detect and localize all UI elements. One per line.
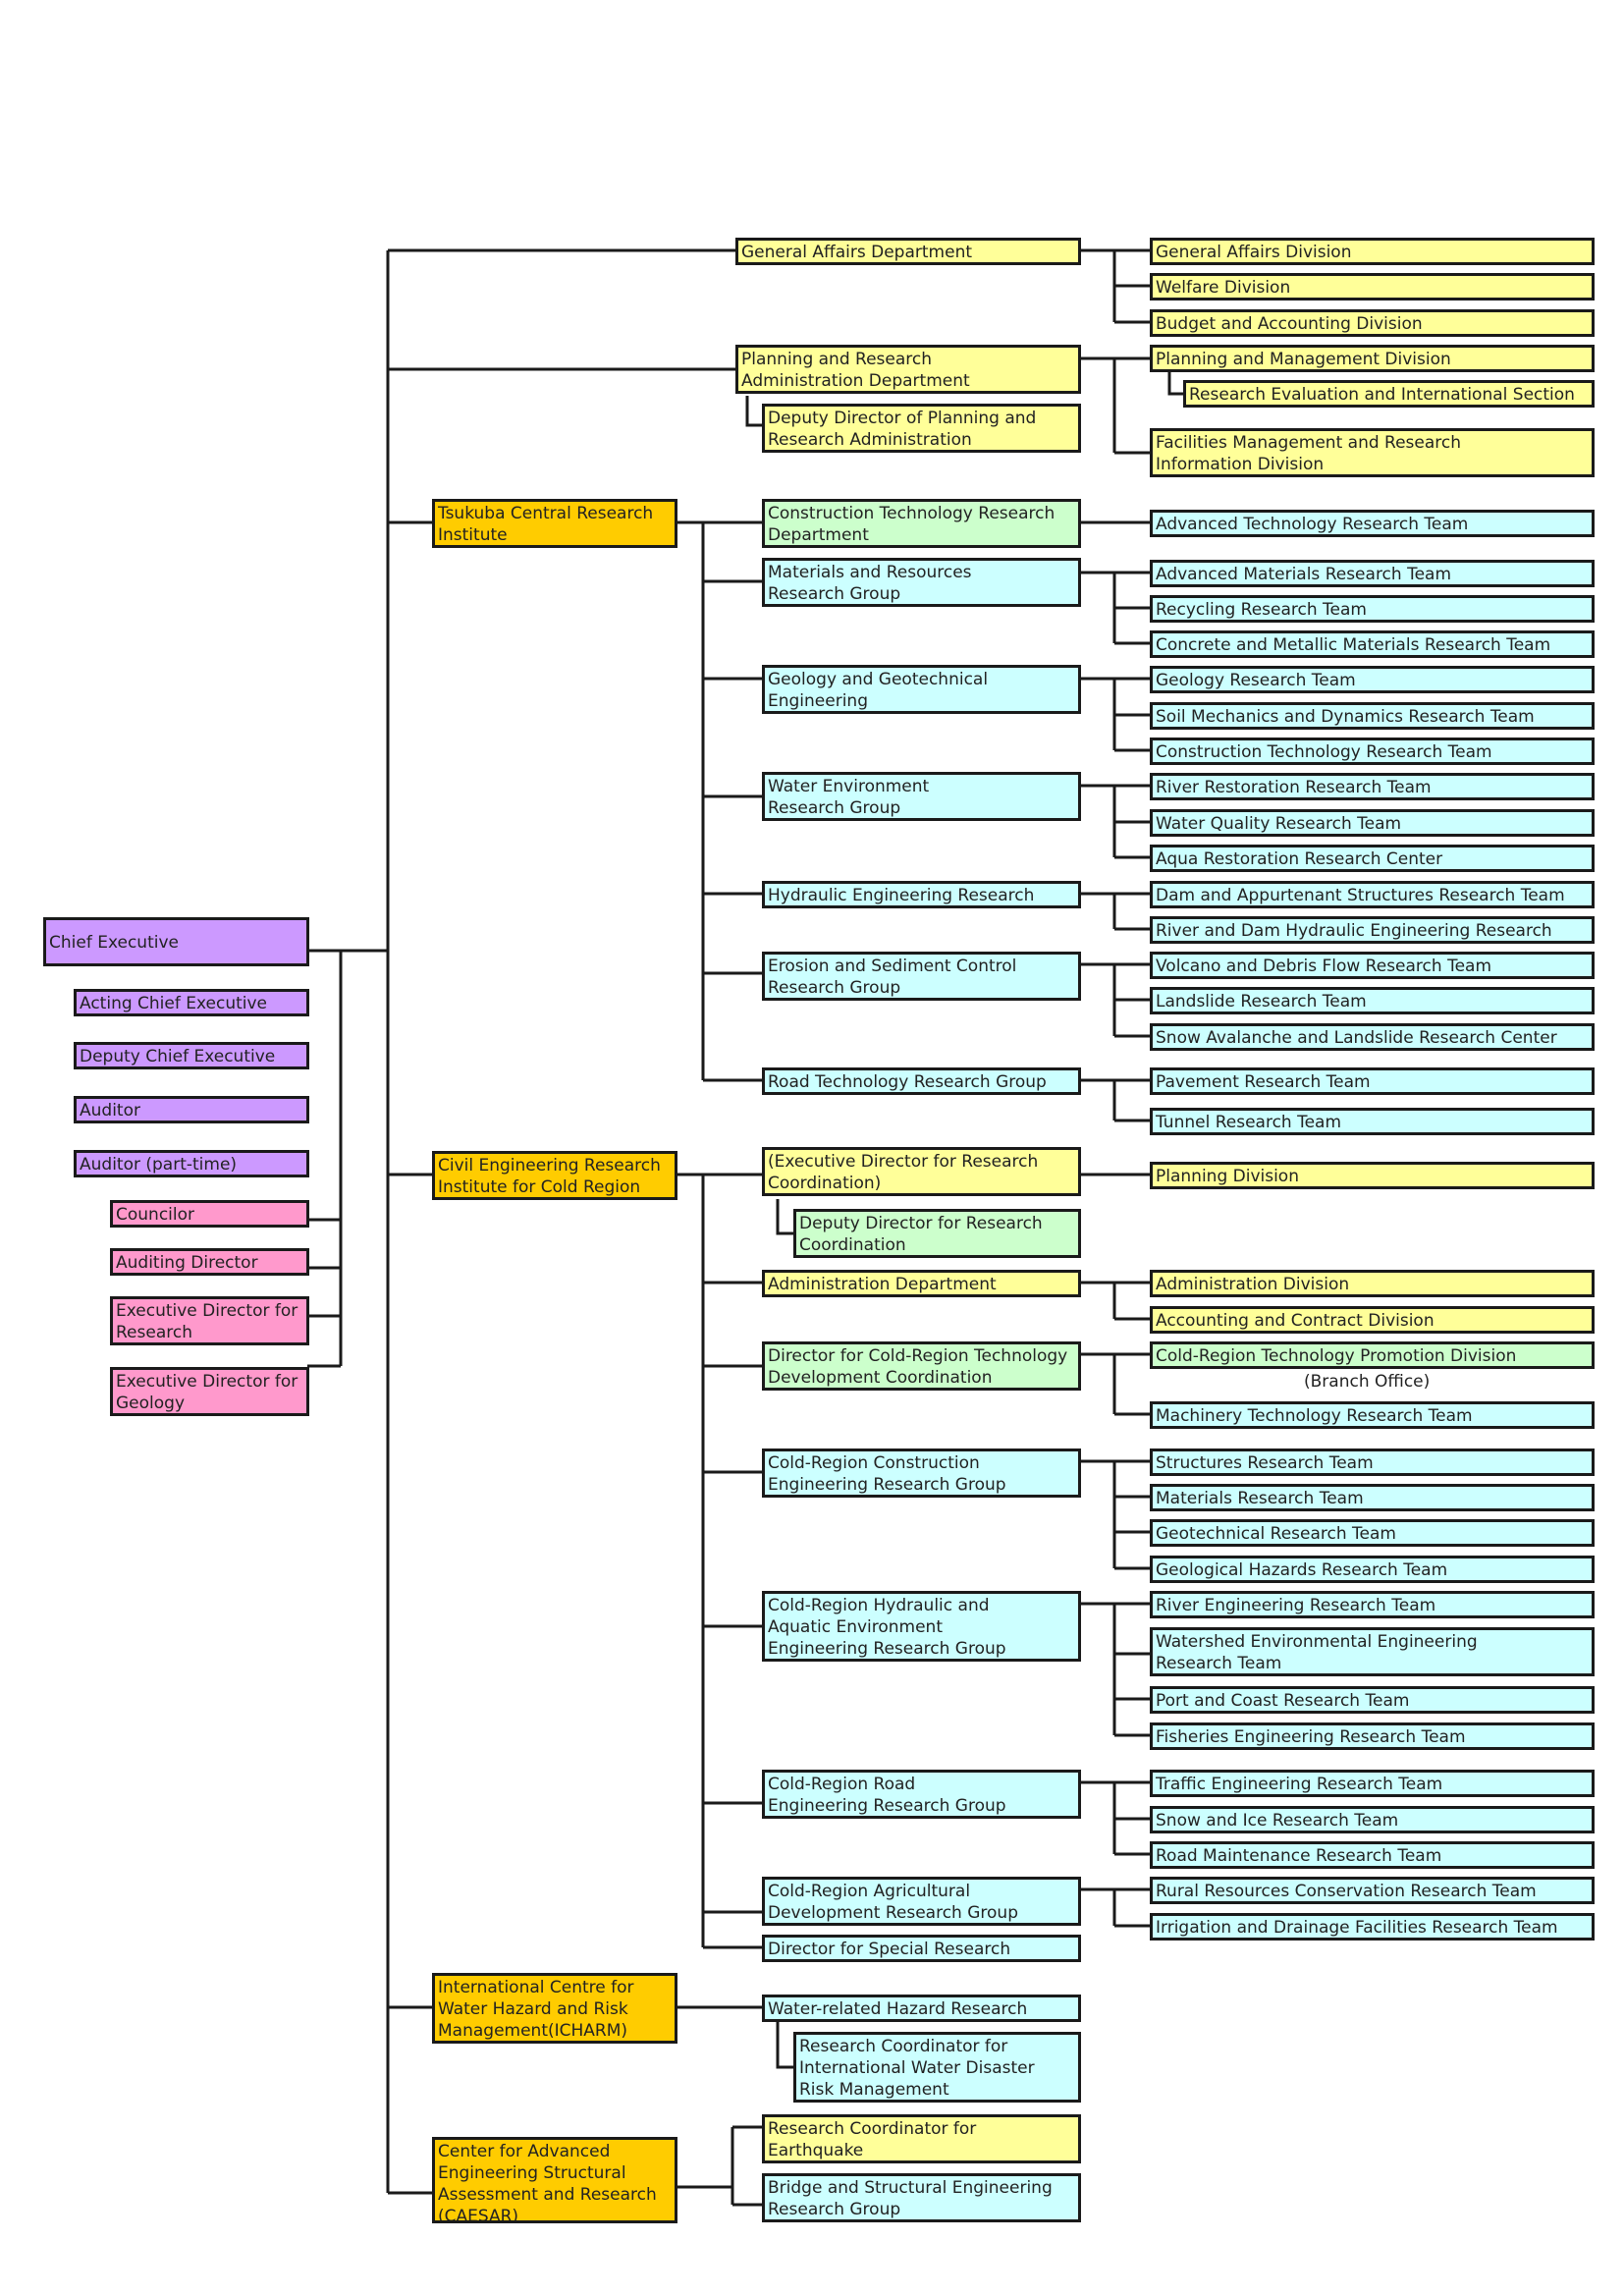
caesar-box: Center for Advanced Engineering Structur… xyxy=(432,2137,677,2223)
general-affairs-division-box: General Affairs Division xyxy=(1150,238,1595,265)
director-special-research-box: Director for Special Research xyxy=(762,1935,1081,1962)
executive-director-research-coordination-box: Executive Director for Research Coordina… xyxy=(110,1296,309,1345)
river-engineering-research-team-box: River Engineering Research Team xyxy=(1150,1591,1595,1618)
cold-region-construction-engineering-research-group-box: Cold-Region Construction Engineering Res… xyxy=(762,1449,1081,1498)
cold-region-agricultural-development-research-group-box: Cold-Region Agricultural Development Res… xyxy=(762,1877,1081,1926)
bridge-structural-engineering-research-group-box: Bridge and Structural Engineering Resear… xyxy=(762,2173,1081,2222)
director-cold-region-technology-development-box: Director for Cold-Region Technology Deve… xyxy=(762,1341,1081,1391)
geological-hazards-research-team-box: Geological Hazards Research Team xyxy=(1150,1556,1595,1583)
recycling-research-team-box: Recycling Research Team xyxy=(1150,595,1595,623)
geology-geotechnical-engineering-research-group-box: Geology and Geotechnical Engineering Res… xyxy=(762,665,1081,714)
fisheries-engineering-research-team-box: Fisheries Engineering Research Team xyxy=(1150,1722,1595,1750)
hydraulic-engineering-research-group-box: Hydraulic Engineering Research Group xyxy=(762,881,1081,908)
acting-chief-executive-box: Acting Chief Executive xyxy=(74,989,309,1016)
rural-resources-conservation-research-team-box: Rural Resources Conservation Research Te… xyxy=(1150,1877,1595,1904)
planning-management-division-box: Planning and Management Division xyxy=(1150,345,1595,372)
machinery-technology-research-team-box: Machinery Technology Research Team xyxy=(1150,1401,1595,1429)
port-coast-research-team-box: Port and Coast Research Team xyxy=(1150,1686,1595,1714)
administration-department-box: Administration Department xyxy=(762,1270,1081,1297)
tsukuba-central-research-institute-box: Tsukuba Central Research Institute xyxy=(432,499,677,548)
cold-region-road-engineering-research-group-box: Cold-Region Road Engineering Research Gr… xyxy=(762,1770,1081,1819)
water-environment-research-group-box: Water Environment Research Group xyxy=(762,772,1081,821)
volcano-debris-flow-research-team-box: Volcano and Debris Flow Research Team xyxy=(1150,952,1595,979)
deputy-director-research-coordination-box: Deputy Director for Research Coordinatio… xyxy=(793,1209,1081,1258)
water-related-hazard-research-group-box: Water-related Hazard Research Group xyxy=(762,1995,1081,2022)
construction-technology-research-team-box: Construction Technology Research Team xyxy=(1150,738,1595,765)
deputy-chief-executive-box: Deputy Chief Executive xyxy=(74,1042,309,1069)
materials-research-team-box: Materials Research Team xyxy=(1150,1484,1595,1511)
welfare-division-box: Welfare Division xyxy=(1150,273,1595,301)
traffic-engineering-research-team-box: Traffic Engineering Research Team xyxy=(1150,1770,1595,1797)
watershed-environmental-engineering-research-team-box: Watershed Environmental Engineering Rese… xyxy=(1150,1627,1595,1676)
irrigation-drainage-facilities-research-team-box: Irrigation and Drainage Facilities Resea… xyxy=(1150,1913,1595,1941)
planning-research-administration-department-box: Planning and Research Administration Dep… xyxy=(735,345,1081,394)
river-dam-hydraulic-engineering-research-team-box: River and Dam Hydraulic Engineering Rese… xyxy=(1150,916,1595,944)
icharm-box: International Centre for Water Hazard an… xyxy=(432,1973,677,2044)
construction-technology-research-department-box: Construction Technology Research Departm… xyxy=(762,499,1081,548)
materials-resources-research-group-box: Materials and Resources Research Group xyxy=(762,558,1081,607)
general-affairs-department-box: General Affairs Department xyxy=(735,238,1081,265)
advanced-technology-research-team-box: Advanced Technology Research Team xyxy=(1150,510,1595,537)
administration-division-box: Administration Division xyxy=(1150,1270,1595,1297)
planning-division-box: Planning Division xyxy=(1150,1162,1595,1189)
chief-executive-box: Chief Executive xyxy=(43,917,309,966)
geotechnical-research-team-box: Geotechnical Research Team xyxy=(1150,1519,1595,1547)
landslide-research-team-box: Landslide Research Team xyxy=(1150,987,1595,1014)
concrete-metallic-materials-research-team-box: Concrete and Metallic Materials Research… xyxy=(1150,630,1595,658)
road-maintenance-research-team-box: Road Maintenance Research Team xyxy=(1150,1841,1595,1869)
soil-mechanics-dynamics-research-team-box: Soil Mechanics and Dynamics Research Tea… xyxy=(1150,702,1595,730)
research-coordinator-earthquake-engineering-box: Research Coordinator for Earthquake Engi… xyxy=(762,2114,1081,2163)
branch-office-note: (Branch Office) xyxy=(1304,1372,1431,1392)
snow-ice-research-team-box: Snow and Ice Research Team xyxy=(1150,1806,1595,1833)
tunnel-research-team-box: Tunnel Research Team xyxy=(1150,1108,1595,1135)
councilor-box: Councilor xyxy=(110,1200,309,1228)
cold-region-technology-promotion-division-box: Cold-Region Technology Promotion Divisio… xyxy=(1150,1341,1595,1369)
auditor-part-time-box: Auditor (part-time) xyxy=(74,1150,309,1177)
advanced-materials-research-team-box: Advanced Materials Research Team xyxy=(1150,560,1595,587)
cold-region-hydraulic-aquatic-environment-group-box: Cold-Region Hydraulic and Aquatic Enviro… xyxy=(762,1591,1081,1662)
research-evaluation-international-section-box: Research Evaluation and International Se… xyxy=(1183,380,1595,408)
facilities-management-research-information-division-box: Facilities Management and Research Infor… xyxy=(1150,428,1595,477)
aqua-restoration-research-center-box: Aqua Restoration Research Center xyxy=(1150,845,1595,872)
auditor-box: Auditor xyxy=(74,1096,309,1123)
auditing-director-box: Auditing Director xyxy=(110,1248,309,1276)
geology-research-team-box: Geology Research Team xyxy=(1150,666,1595,693)
structures-research-team-box: Structures Research Team xyxy=(1150,1449,1595,1476)
pavement-research-team-box: Pavement Research Team xyxy=(1150,1067,1595,1095)
dam-appurtenant-structures-research-team-box: Dam and Appurtenant Structures Research … xyxy=(1150,881,1595,908)
snow-avalanche-landslide-research-center-box: Snow Avalanche and Landslide Research Ce… xyxy=(1150,1023,1595,1051)
river-restoration-research-team-box: River Restoration Research Team xyxy=(1150,773,1595,800)
water-quality-research-team-box: Water Quality Research Team xyxy=(1150,809,1595,837)
erosion-sediment-control-research-group-box: Erosion and Sediment Control Research Gr… xyxy=(762,952,1081,1001)
deputy-director-planning-research-box: Deputy Director of Planning and Research… xyxy=(762,404,1081,453)
budget-accounting-division-box: Budget and Accounting Division xyxy=(1150,309,1595,337)
accounting-contract-division-box: Accounting and Contract Division xyxy=(1150,1306,1595,1334)
road-technology-research-group-box: Road Technology Research Group xyxy=(762,1067,1081,1095)
executive-director-geology-box: Executive Director for Geology xyxy=(110,1367,309,1416)
executive-director-research-coordination-cold-box: (Executive Director for Research Coordin… xyxy=(762,1147,1081,1196)
research-coordinator-international-water-disaster-box: Research Coordinator for International W… xyxy=(793,2032,1081,2103)
cold-region-institute-box: Civil Engineering Research Institute for… xyxy=(432,1151,677,1200)
